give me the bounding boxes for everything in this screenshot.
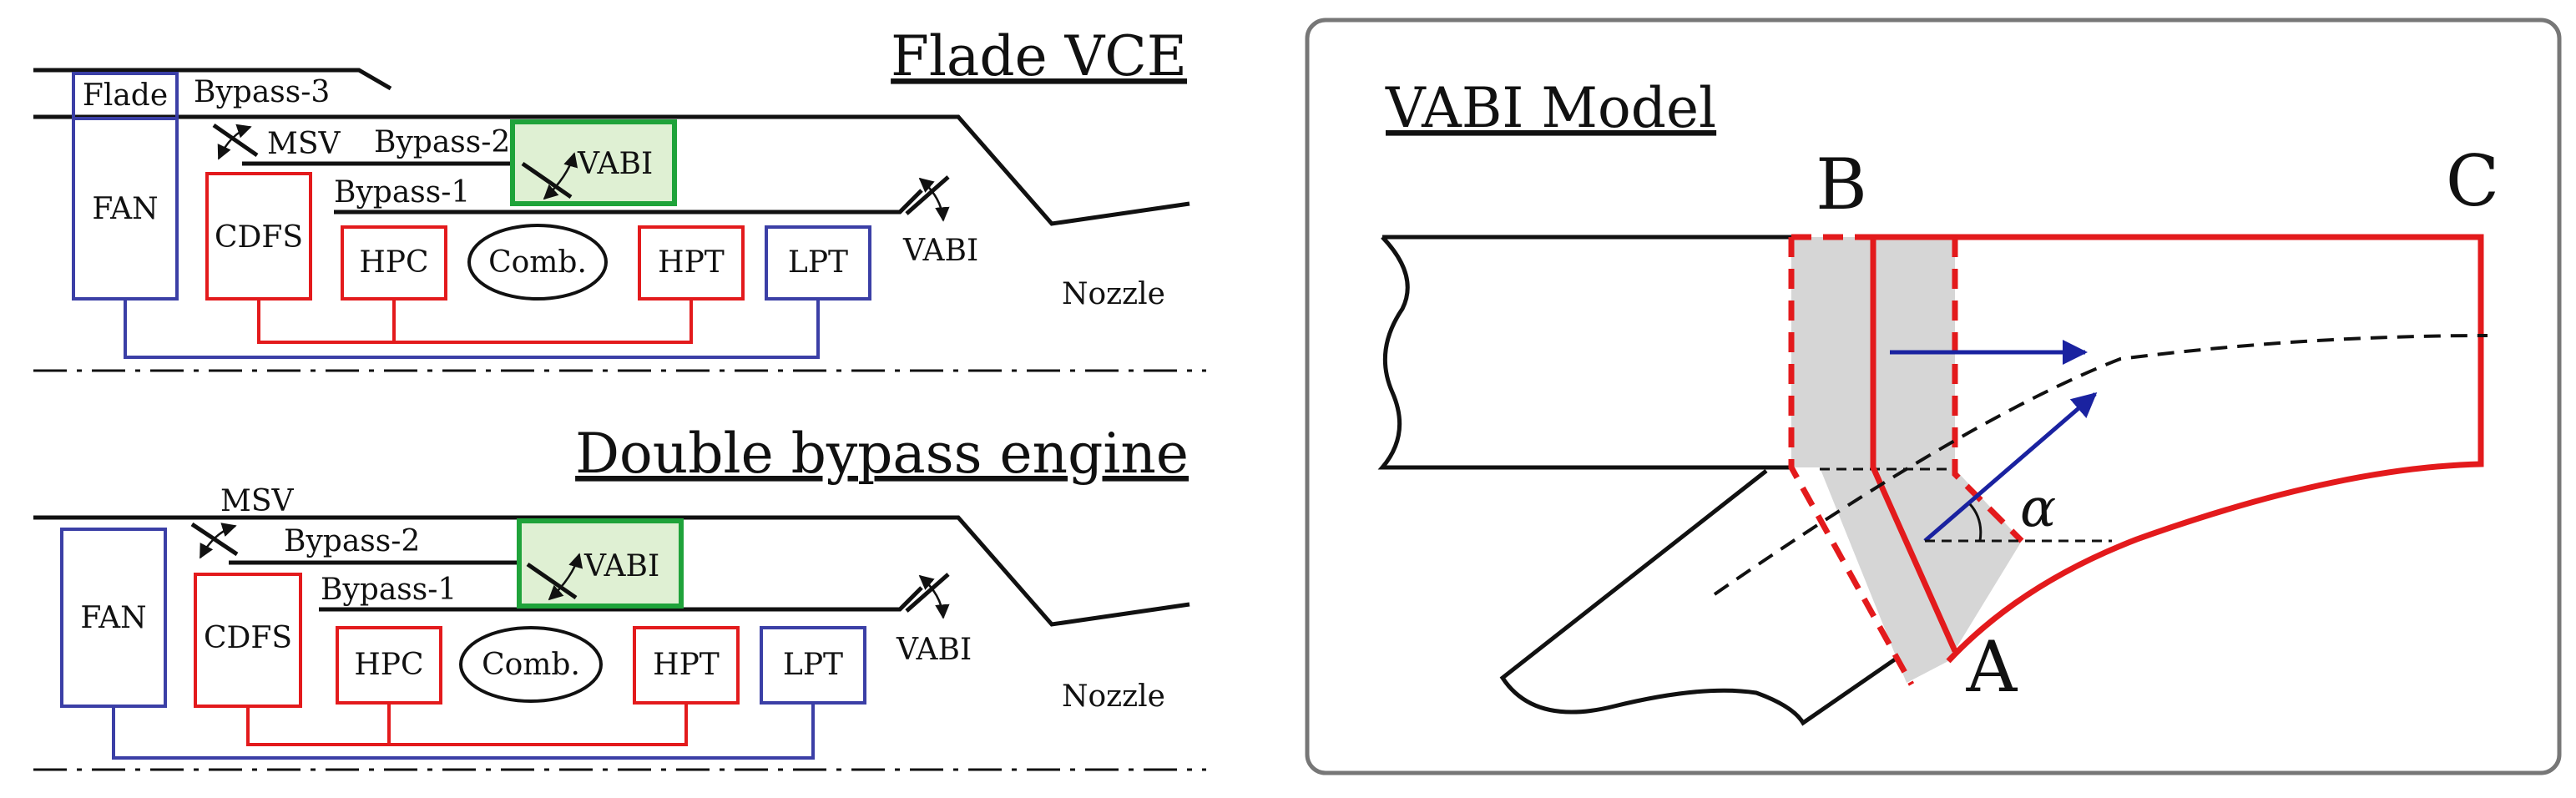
vabi-valve-icon <box>521 152 578 200</box>
bypass1-line <box>319 586 923 612</box>
hp-shaft <box>257 299 693 344</box>
vabi-model-panel: VABI Model α B C A <box>1305 18 2562 775</box>
comb-label: Comb. <box>488 245 587 280</box>
red-dashed-left <box>1788 237 1915 686</box>
flade-vce-schematic: Flade Bypass-3 MSV Bypass-2 VABI Bypass-… <box>33 24 1206 372</box>
hpt-label: HPT <box>658 245 725 280</box>
bypass3-label: Bypass-3 <box>194 75 330 109</box>
double-bypass-schematic: MSV Bypass-2 VABI Bypass-1 VABI Nozzle F… <box>33 422 1206 771</box>
flade-label: Flade <box>83 78 168 113</box>
bypass1-label: Bypass-1 <box>334 175 470 210</box>
combustor-ellipse <box>459 626 603 703</box>
rear-vabi-label: VABI <box>902 234 978 268</box>
bypass2-label: Bypass-2 <box>374 125 510 159</box>
outer-casing-line <box>33 114 1190 226</box>
point-a-label: A <box>1966 626 2018 708</box>
vabi-valve-icon <box>526 553 583 601</box>
point-b-label: B <box>1816 144 1867 225</box>
streamline-curve <box>1713 334 2488 596</box>
lpt-label: LPT <box>788 245 848 280</box>
lower-duct-outline <box>1499 469 1897 726</box>
rear-vabi-label: VABI <box>896 633 972 667</box>
lp-shaft <box>112 703 815 760</box>
vabi-box <box>510 119 677 206</box>
cdfs-label: CDFS <box>204 621 292 655</box>
panel-border <box>1305 18 2562 775</box>
comb-label: Comb. <box>482 648 580 682</box>
red-outline <box>1866 234 2484 664</box>
flade-duct-line <box>33 68 392 91</box>
vabi-box-label: VABI <box>583 549 659 583</box>
rear-vabi-valve-icon <box>905 573 950 619</box>
hpc-label: HPC <box>359 245 428 280</box>
lpt-label: LPT <box>783 648 843 682</box>
hpc-label: HPC <box>354 648 423 682</box>
bypass2-label: Bypass-2 <box>284 524 420 558</box>
combustor-ellipse <box>467 224 608 301</box>
red-dashed-right <box>1952 237 2024 543</box>
vabi-box <box>517 518 684 609</box>
msv-label: MSV <box>267 127 341 161</box>
fan-label: FAN <box>92 192 158 226</box>
cdfs-label: CDFS <box>215 220 303 255</box>
nozzle-label: Nozzle <box>1062 679 1165 714</box>
hp-shaft <box>246 703 688 746</box>
msv-valve-icon <box>212 123 259 160</box>
hpt-label: HPT <box>653 648 720 682</box>
bypass1-label: Bypass-1 <box>321 573 457 607</box>
alpha-label: α <box>2020 477 2056 539</box>
msv-label: MSV <box>220 484 295 518</box>
model-title: VABI Model <box>1385 76 1716 140</box>
point-c-label: C <box>2446 140 2499 222</box>
fan-label: FAN <box>80 601 146 635</box>
flade-title: Flade VCE <box>891 24 1187 88</box>
double-title: Double bypass engine <box>575 422 1189 486</box>
vabi-box-label: VABI <box>577 147 653 181</box>
angle-arc <box>1968 503 1983 542</box>
bypass1-line <box>334 189 923 215</box>
outer-casing-line <box>33 515 1190 627</box>
nozzle-label: Nozzle <box>1062 277 1165 311</box>
mixing-region-fill <box>1791 237 2022 683</box>
upper-duct-outline <box>1377 235 1791 470</box>
lp-shaft <box>124 299 820 359</box>
rear-vabi-valve-icon <box>905 175 950 222</box>
msv-valve-icon <box>190 522 239 559</box>
angled-flow-arrow <box>1923 392 2098 543</box>
